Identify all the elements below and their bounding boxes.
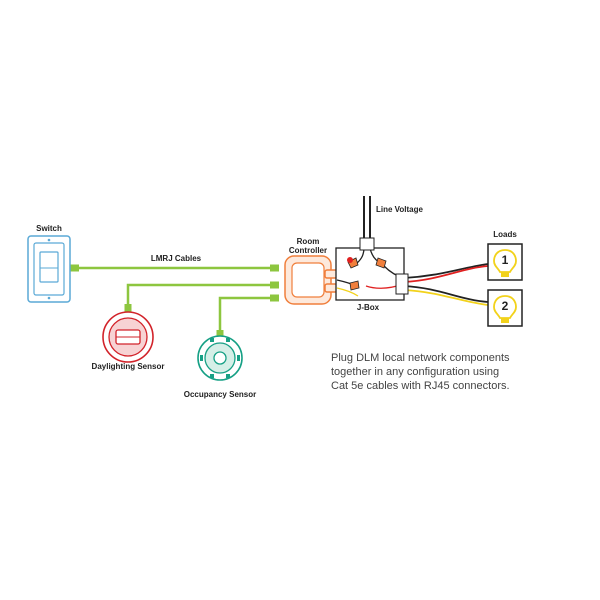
wire-nut	[375, 257, 387, 269]
rj45-connector	[270, 264, 279, 272]
rj45-connector	[124, 304, 132, 312]
rj45-connector	[270, 281, 279, 289]
daylighting-sensor-label: Daylighting Sensor	[92, 362, 165, 371]
wall-switch	[27, 235, 71, 303]
load-2	[487, 289, 523, 327]
description-line-3: Cat 5e cables with RJ45 connectors.	[331, 380, 510, 392]
description-line-2: together in any configuration using	[331, 366, 499, 378]
occupancy-sensor-label: Occupancy Sensor	[184, 390, 256, 399]
load-1-number: 1	[502, 253, 509, 267]
rj45-connector	[70, 264, 79, 272]
cable-connectors	[70, 264, 279, 338]
lmrj-cables	[70, 266, 278, 334]
line-voltage-label: Line Voltage	[376, 205, 424, 214]
loads-label: Loads	[493, 230, 517, 239]
occupancy-sensor	[197, 335, 243, 381]
rj45-connector	[270, 294, 279, 302]
daylighting-sensor	[102, 311, 154, 363]
switch-label: Switch	[36, 224, 62, 233]
line-voltage-cable	[359, 196, 375, 251]
load-2-number: 2	[502, 299, 509, 313]
room-controller-label-line1: Room	[297, 237, 320, 246]
load-wires	[395, 263, 489, 306]
load-1	[487, 243, 523, 281]
wire-nut	[347, 257, 359, 269]
cable-occupancy-to-controller	[218, 296, 278, 334]
room-controller	[284, 255, 338, 305]
jbox-label: J-Box	[357, 303, 380, 312]
room-controller-label-line2: Controller	[289, 246, 327, 255]
junction-box	[335, 247, 405, 301]
wire-nut	[349, 280, 360, 291]
lmrj-cables-label: LMRJ Cables	[151, 254, 202, 263]
cable-daylight-to-controller	[126, 283, 278, 306]
description-line-1: Plug DLM local network components	[331, 352, 510, 364]
rj45-connector	[216, 330, 224, 338]
